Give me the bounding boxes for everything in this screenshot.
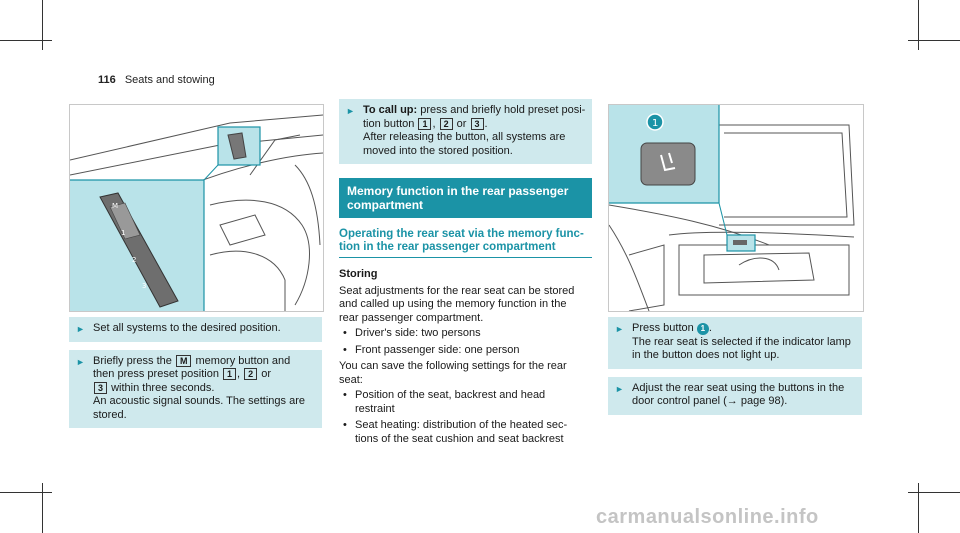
crop-mark	[908, 40, 960, 41]
section-title: Seats and stowing	[124, 74, 215, 86]
column-2: ► To call up: press and briefly hold pre…	[339, 99, 592, 449]
sub-heading: Operating the rear seat via the memory f…	[339, 228, 592, 258]
instruction-step: ► Briefly press the M memory button and …	[69, 349, 322, 428]
instruction-step: ► Set all systems to the desired positio…	[69, 317, 322, 342]
step-text: Set all systems to the desired position.	[93, 322, 281, 334]
paragraph: You can save the following settings for …	[339, 360, 567, 386]
instruction-step: ► To call up: press and briefly hold pre…	[339, 99, 592, 164]
door-panel-illustration: M 1 2 3	[70, 114, 323, 311]
section-heading: Memory function in the rear passenger co…	[339, 178, 592, 218]
bullet-list: Driver's side: two persons Front passeng…	[339, 327, 592, 357]
step-arrow-icon: ►	[615, 383, 624, 394]
bullet-list: Position of the seat, backrest and headr…	[339, 389, 592, 446]
preset-key-1: 1	[418, 117, 432, 130]
page-number: 116	[98, 74, 116, 86]
step-arrow-icon: ►	[76, 356, 85, 367]
step-text: An acoustic signal sounds. The settings …	[93, 395, 305, 407]
column-1: ► Set all systems to the desired positio…	[69, 317, 322, 436]
crop-mark	[0, 40, 52, 41]
storing-heading: Storing	[339, 268, 378, 280]
preset-key-3: 3	[94, 381, 108, 394]
step-text: Briefly press the	[93, 354, 172, 367]
step-text: then press preset position	[93, 368, 219, 380]
step-arrow-icon: ►	[615, 324, 624, 334]
callout-badge: 1	[696, 323, 709, 335]
crop-mark	[42, 0, 43, 50]
instruction-step: ► Press button 1. The rear seat is selec…	[608, 317, 862, 369]
crop-mark	[918, 483, 919, 533]
list-item: Driver's side: two persons	[339, 327, 592, 341]
crop-mark	[908, 492, 960, 493]
column-3: ► Press button 1. The rear seat is selec…	[608, 317, 862, 423]
list-item: Position of the seat, backrest and headr…	[339, 389, 592, 416]
list-item: Seat heating: distribution of the heated…	[339, 419, 592, 446]
crop-mark	[918, 0, 919, 50]
memory-button-3: 3	[142, 282, 146, 290]
door-memory-figure: M 1 2 3	[69, 104, 324, 312]
rear-door-illustration: 1	[609, 105, 855, 311]
crop-mark	[0, 492, 52, 493]
memory-key: M	[175, 354, 192, 367]
step-text: stored.	[93, 408, 127, 421]
instruction-step: ► Adjust the rear seat using the buttons…	[608, 376, 862, 415]
memory-button-1: 1	[121, 229, 125, 237]
callout-1: 1	[652, 118, 658, 129]
watermark: carmanualsonline.info	[596, 506, 819, 528]
preset-key-1: 1	[223, 368, 237, 380]
paragraph: Seat adjustments for the rear seat can b…	[339, 284, 575, 324]
rear-door-figure: 1	[608, 104, 864, 312]
step-text: memory button and	[195, 354, 291, 367]
preset-key-3: 3	[470, 117, 484, 130]
memory-button-m: M	[112, 202, 118, 210]
list-item: Front passenger side: one person	[339, 344, 592, 358]
page-header: 116 Seats and stowing	[98, 74, 215, 86]
step-text: within three seconds.	[111, 381, 215, 394]
crop-mark	[42, 483, 43, 533]
preset-key-2: 2	[244, 368, 258, 380]
step-arrow-icon: ►	[346, 106, 355, 116]
page-reference-link[interactable]: door control panel (→ page 98).	[632, 395, 788, 407]
step-arrow-icon: ►	[76, 324, 85, 334]
preset-key-2: 2	[439, 117, 453, 130]
memory-button-2: 2	[132, 256, 136, 264]
